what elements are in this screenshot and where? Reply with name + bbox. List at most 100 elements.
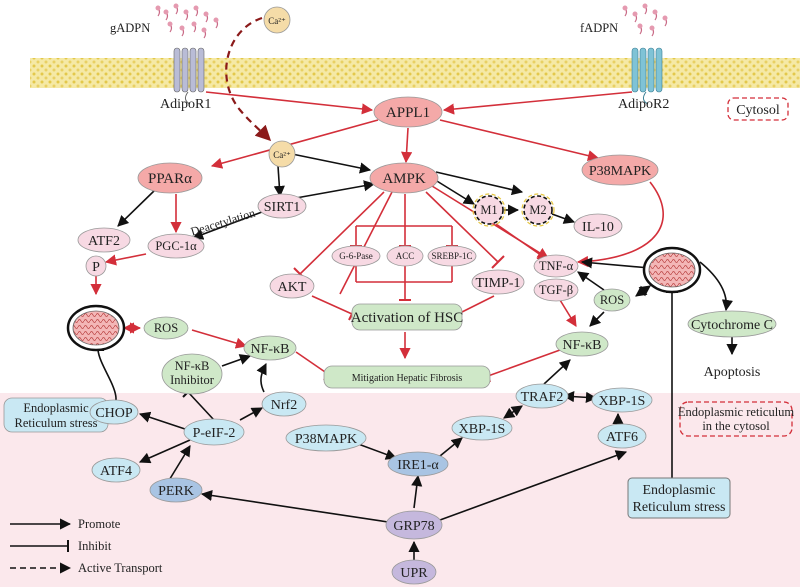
svg-text:ATF2: ATF2	[88, 234, 120, 249]
svg-text:ROS: ROS	[600, 293, 624, 307]
er-cytosol-box	[679, 401, 793, 437]
p38mapk-bottom-node: P38MAPK	[285, 424, 367, 452]
svg-text:Nrf2: Nrf2	[271, 398, 297, 413]
ppara-node: PPARα	[137, 162, 203, 194]
adipor2-receptor-icon	[631, 47, 663, 105]
svg-text:PERK: PERK	[158, 484, 194, 499]
er-stress-left-node: Endoplasmic Reticulum stress	[3, 397, 109, 433]
svg-text:G-6-Pase: G-6-Pase	[339, 251, 373, 261]
svg-text:TIMP-1: TIMP-1	[475, 276, 520, 291]
svg-text:ATF6: ATF6	[606, 430, 638, 445]
atf2-node: ATF2	[77, 227, 131, 253]
active-transport-arrow	[225, 16, 272, 142]
calcium-top-label: Ca²⁺	[268, 16, 286, 26]
edges	[90, 91, 738, 560]
er-cytosol-label-2: in the cytosol	[702, 419, 770, 433]
svg-text:XBP-1S: XBP-1S	[459, 422, 506, 437]
apoptosis-label: Apoptosis	[704, 365, 761, 380]
atf4-node: ATF4	[91, 457, 141, 483]
grp78-node: GRP78	[385, 510, 443, 540]
svg-text:ATF4: ATF4	[100, 464, 132, 479]
mitochondria-left-icon	[66, 304, 126, 352]
svg-text:Endoplasmic: Endoplasmic	[23, 401, 89, 415]
legend-transport-label: Active Transport	[78, 561, 163, 575]
svg-text:TRAF2: TRAF2	[521, 390, 564, 405]
xbp1s-right-node: XBP-1S	[591, 387, 653, 413]
appl1-node: APPL1	[373, 96, 443, 128]
er-stress-right-node: Endoplasmic Reticulum stress	[627, 477, 731, 519]
gadpn-ligands-icon	[157, 5, 219, 39]
gadpn-label: gADPN	[110, 21, 150, 35]
p38mapk-top-node: P38MAPK	[581, 154, 659, 186]
adipor1-label: AdipoR1	[160, 97, 211, 112]
p-node: P	[85, 255, 107, 277]
timp1-node: TIMP-1	[471, 269, 525, 295]
svg-text:XBP-1S: XBP-1S	[599, 394, 646, 409]
svg-text:P-eIF-2: P-eIF-2	[193, 426, 236, 441]
il10-node: IL-10	[573, 213, 623, 239]
chop-node: CHOP	[89, 399, 139, 425]
m1-node: M1	[472, 193, 506, 227]
svg-text:IL-10: IL-10	[582, 220, 614, 235]
nfkb-inhibitor-node: NF-κB Inhibitor	[161, 353, 223, 395]
svg-text:PGC-1α: PGC-1α	[155, 239, 197, 253]
svg-text:Ca²⁺: Ca²⁺	[273, 150, 291, 160]
m2-node: M2	[521, 193, 555, 227]
activation-hsc-node: Activation of HSC	[351, 303, 464, 331]
svg-text:Inhibitor: Inhibitor	[170, 373, 215, 387]
akt-node: AKT	[269, 273, 315, 299]
svg-text:NF-κB: NF-κB	[175, 359, 210, 373]
xbp1s-mid-node: XBP-1S	[451, 415, 513, 441]
svg-text:M2: M2	[529, 203, 546, 217]
mitigation-node: Mitigation Hepatic Fibrosis	[323, 365, 491, 389]
upr-node: UPR	[391, 559, 437, 585]
tnfa-node: TNF-α	[533, 254, 579, 278]
svg-text:NF-κB: NF-κB	[563, 338, 602, 353]
cell-membrane	[30, 58, 800, 88]
svg-text:Reticulum stress: Reticulum stress	[15, 416, 98, 430]
ampk-node: AMPK	[369, 162, 439, 194]
svg-text:APPL1: APPL1	[386, 105, 430, 121]
nfkb-right-node: NF-κB	[555, 331, 609, 357]
svg-text:Cytochrome C: Cytochrome C	[691, 318, 773, 333]
acc-node: ACC	[386, 245, 424, 267]
svg-text:Endoplasmic: Endoplasmic	[642, 483, 715, 498]
fadpn-ligands-icon	[624, 5, 668, 37]
svg-text:AKT: AKT	[278, 280, 307, 295]
cytochrome-c-node: Cytochrome C	[687, 310, 777, 338]
mitochondria-right-icon	[642, 246, 702, 294]
svg-text:M1: M1	[480, 203, 497, 217]
cytosol-box	[727, 97, 789, 121]
srebp-node: SREBP-1C	[427, 245, 477, 267]
calcium-top-node	[263, 6, 291, 34]
svg-text:P: P	[92, 260, 100, 275]
pgc1a-node: PGC-1α	[147, 233, 205, 259]
adipor2-label: AdipoR2	[618, 97, 669, 112]
svg-text:P38MAPK: P38MAPK	[295, 432, 357, 447]
svg-text:Mitigation Hepatic Fibrosis: Mitigation Hepatic Fibrosis	[352, 373, 463, 384]
legend: Promote Inhibit Active Transport	[10, 517, 163, 575]
fadpn-label: fADPN	[580, 21, 618, 35]
svg-text:SREBP-1C: SREBP-1C	[431, 251, 472, 261]
svg-text:Activation of HSC: Activation of HSC	[351, 310, 464, 326]
svg-text:TNF-α: TNF-α	[539, 259, 574, 273]
svg-text:SIRT1: SIRT1	[264, 200, 301, 215]
svg-text:ACC: ACC	[396, 251, 415, 261]
svg-text:IRE1-α: IRE1-α	[397, 458, 439, 473]
svg-text:TGF-β: TGF-β	[539, 283, 573, 297]
svg-text:AMPK: AMPK	[382, 171, 426, 187]
tgfb-node: TGF-β	[533, 278, 579, 302]
peif2-node: P-eIF-2	[183, 418, 245, 446]
er-cytosol-label-1: Endoplasmic reticulum	[678, 405, 795, 419]
deacetylation-label: Deacetylation	[189, 206, 257, 239]
svg-text:GRP78: GRP78	[393, 519, 434, 534]
traf2-node: TRAF2	[515, 383, 569, 409]
legend-promote-label: Promote	[78, 517, 121, 531]
svg-text:Reticulum stress: Reticulum stress	[633, 500, 726, 515]
ros-left-node: ROS	[143, 316, 189, 340]
ros-right-node: ROS	[593, 288, 631, 312]
legend-inhibit-label: Inhibit	[78, 539, 112, 553]
perk-node: PERK	[149, 477, 203, 503]
